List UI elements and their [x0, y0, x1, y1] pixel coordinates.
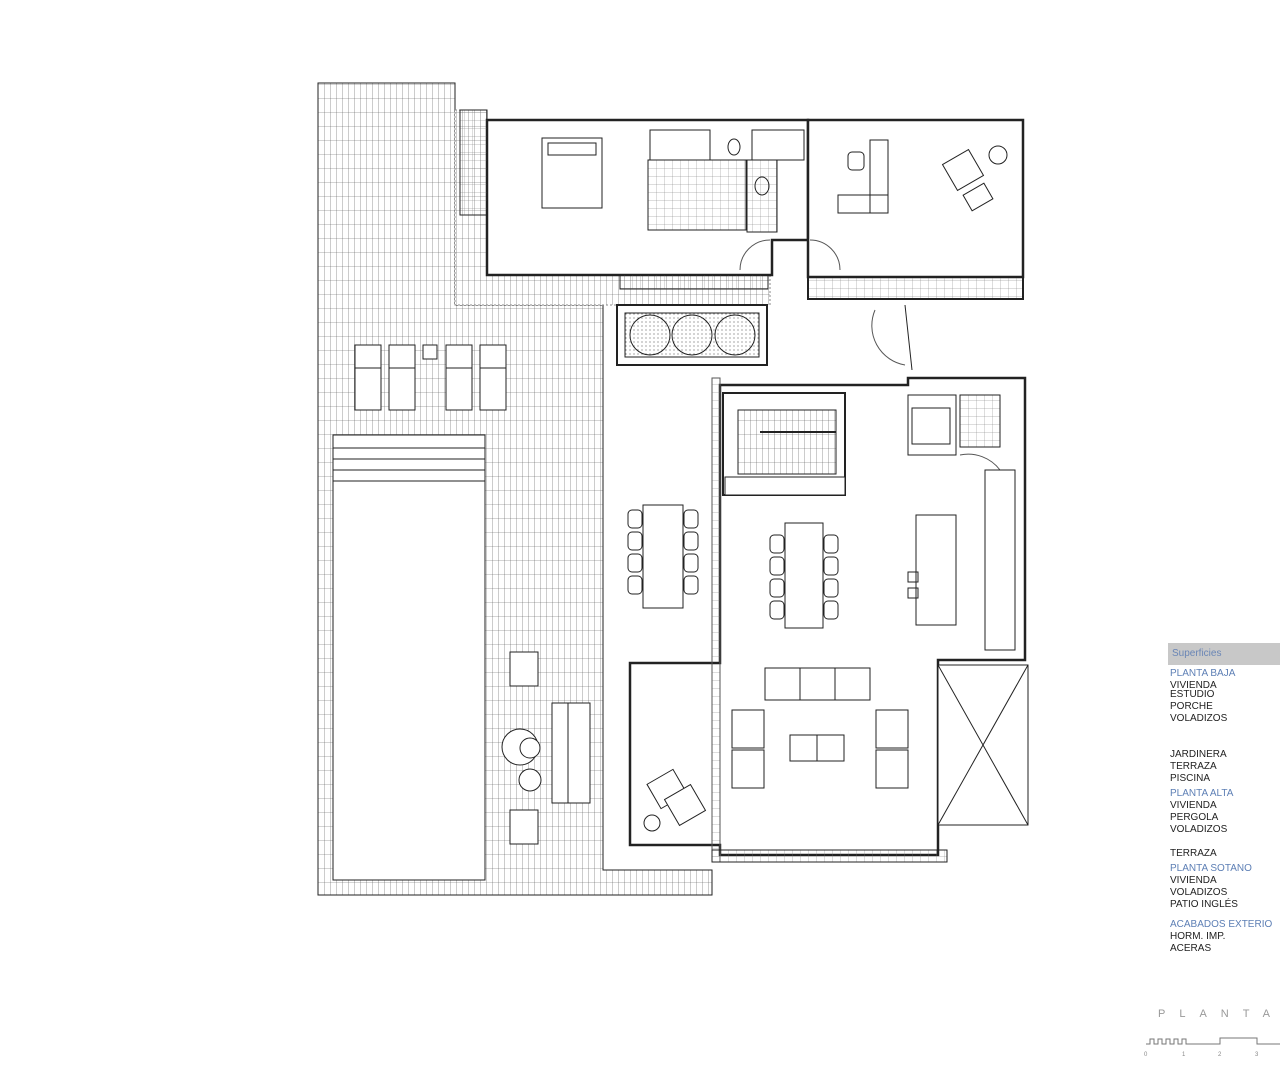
legend-item: TERRAZA	[1170, 848, 1217, 859]
legend-section-title: PLANTA SOTANO	[1170, 863, 1252, 874]
scale-tick: 3	[1255, 1052, 1259, 1058]
legend-section-title: PLANTA ALTA	[1170, 788, 1234, 799]
surfaces-legend: Superficies PLANTA BAJA VIVIENDA ESTUDIO…	[1168, 643, 1280, 955]
scale-tick: 1	[1182, 1052, 1186, 1058]
legend-item: VOLADIZOS	[1170, 824, 1228, 835]
legend-item: PATIO INGLÉS	[1170, 899, 1238, 910]
legend-section-title: ACABADOS EXTERIO	[1170, 919, 1273, 930]
legend-item: JARDINERA	[1170, 749, 1227, 760]
outdoor-dining	[627, 504, 699, 609]
study	[806, 118, 1025, 279]
bed	[541, 137, 603, 209]
legend-item: VIVIENDA	[1170, 680, 1217, 691]
outdoor-lounge	[501, 651, 591, 845]
legend-item: VIVIENDA	[1170, 800, 1217, 811]
legend-item: TERRAZA	[1170, 761, 1217, 772]
legend-item: ESTUDIO	[1170, 689, 1215, 700]
legend-section-title: PLANTA BAJA	[1170, 668, 1236, 679]
legend-item: PISCINA	[1170, 773, 1211, 784]
legend-item: VOLADIZOS	[1170, 713, 1228, 724]
scale-bar: 0 1 2 3	[1144, 1037, 1280, 1058]
legend-header: Superficies	[1168, 643, 1280, 665]
legend-item: ACERAS	[1170, 943, 1212, 954]
legend-item: HORM. IMP.	[1170, 931, 1226, 942]
legend-item: PERGOLA	[1170, 812, 1219, 823]
pool-steps	[333, 447, 485, 482]
legend-item: VIVIENDA	[1170, 875, 1217, 886]
sun-loungers	[354, 344, 507, 411]
dining-table	[784, 522, 824, 629]
scale-tick: 2	[1218, 1052, 1222, 1058]
pool	[332, 434, 486, 881]
bathroom	[647, 159, 747, 231]
legend-item: PORCHE	[1170, 701, 1213, 712]
legend-item: VOLADIZOS	[1170, 887, 1228, 898]
sofa	[764, 667, 871, 701]
drawing-title: PLANTA B	[1158, 1008, 1280, 1020]
scale-tick: 0	[1144, 1052, 1148, 1058]
